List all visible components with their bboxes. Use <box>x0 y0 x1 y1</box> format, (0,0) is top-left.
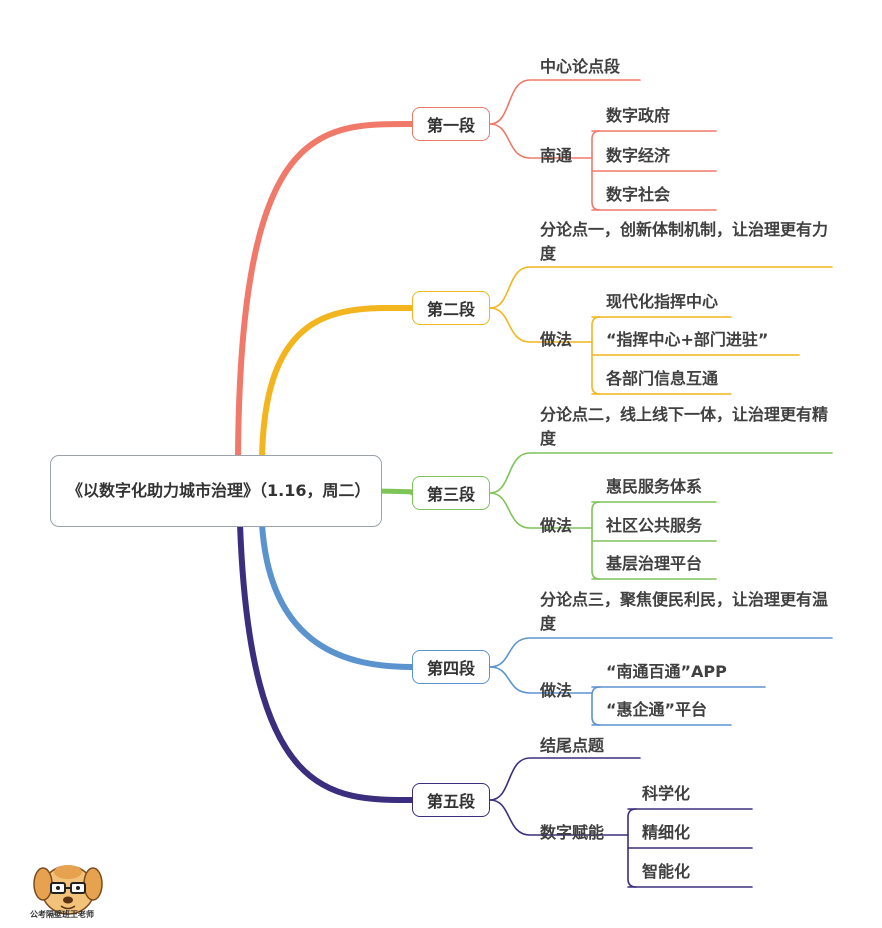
leaf-item-3-1[interactable]: 惠民服务体系 <box>606 477 703 496</box>
paragraph-node-4[interactable]: 第四段 <box>412 650 490 684</box>
leaf-item-4-2[interactable]: “惠企通”平台 <box>606 700 708 719</box>
paragraph-node-2[interactable]: 第二段 <box>412 291 490 325</box>
leaf-item-2-2[interactable]: “指挥中心+部门进驻” <box>606 330 769 349</box>
main-point-connector-1 <box>489 79 641 125</box>
branch-line-2 <box>259 304 415 461</box>
paragraph-node-3[interactable]: 第三段 <box>412 476 490 510</box>
paragraph-node-1[interactable]: 第一段 <box>412 107 490 141</box>
main-point-connector-4 <box>489 637 833 668</box>
main-point-connector-3 <box>489 452 833 494</box>
main-point-2[interactable]: 分论点一，创新体制机制，让治理更有力度 <box>540 220 829 263</box>
leaf-item-1-3[interactable]: 数字社会 <box>606 185 671 204</box>
leaf-item-2-1[interactable]: 现代化指挥中心 <box>606 292 719 311</box>
leaf-item-5-3[interactable]: 智能化 <box>642 862 691 881</box>
main-point-1[interactable]: 中心论点段 <box>540 57 621 76</box>
group-label-5[interactable]: 数字赋能 <box>540 823 605 842</box>
group-label-3[interactable]: 做法 <box>540 516 573 535</box>
group-connector-2 <box>489 307 593 343</box>
branch-line-4 <box>259 521 415 670</box>
group-connector-3 <box>489 492 593 529</box>
item-bracket-4 <box>591 686 601 726</box>
group-connector-5 <box>489 799 629 836</box>
leaf-item-2-3[interactable]: 各部门信息互通 <box>606 369 719 388</box>
main-point-5[interactable]: 结尾点题 <box>540 736 605 755</box>
main-point-4[interactable]: 分论点三，聚焦便民利民，让治理更有温度 <box>540 590 829 633</box>
main-point-connector-5 <box>489 757 641 801</box>
group-connector-1 <box>489 123 593 159</box>
leaf-item-3-3[interactable]: 基层治理平台 <box>606 554 703 573</box>
leaf-item-5-1[interactable]: 科学化 <box>642 784 691 803</box>
branch-line-1 <box>235 120 415 461</box>
branch-line-5 <box>237 521 415 803</box>
group-connector-4 <box>489 666 593 694</box>
root-topic[interactable]: 《以数字化助力城市治理》（1.16，周二） <box>50 455 382 527</box>
watermark-text: 公考隔壁班王老师 <box>30 910 94 919</box>
paragraph-node-5[interactable]: 第五段 <box>412 783 490 817</box>
leaf-item-3-2[interactable]: 社区公共服务 <box>606 516 703 535</box>
leaf-item-5-2[interactable]: 精细化 <box>642 823 691 842</box>
main-point-3[interactable]: 分论点二，线上线下一体，让治理更有精度 <box>540 405 829 448</box>
mascot-logo <box>33 865 103 915</box>
leaf-item-1-2[interactable]: 数字经济 <box>606 146 671 165</box>
leaf-item-1-1[interactable]: 数字政府 <box>606 106 671 125</box>
group-label-2[interactable]: 做法 <box>540 330 573 349</box>
leaf-item-4-1[interactable]: “南通百通”APP <box>606 662 727 681</box>
main-point-connector-2 <box>489 266 833 309</box>
group-label-1[interactable]: 南通 <box>540 146 573 165</box>
group-label-4[interactable]: 做法 <box>540 681 573 700</box>
